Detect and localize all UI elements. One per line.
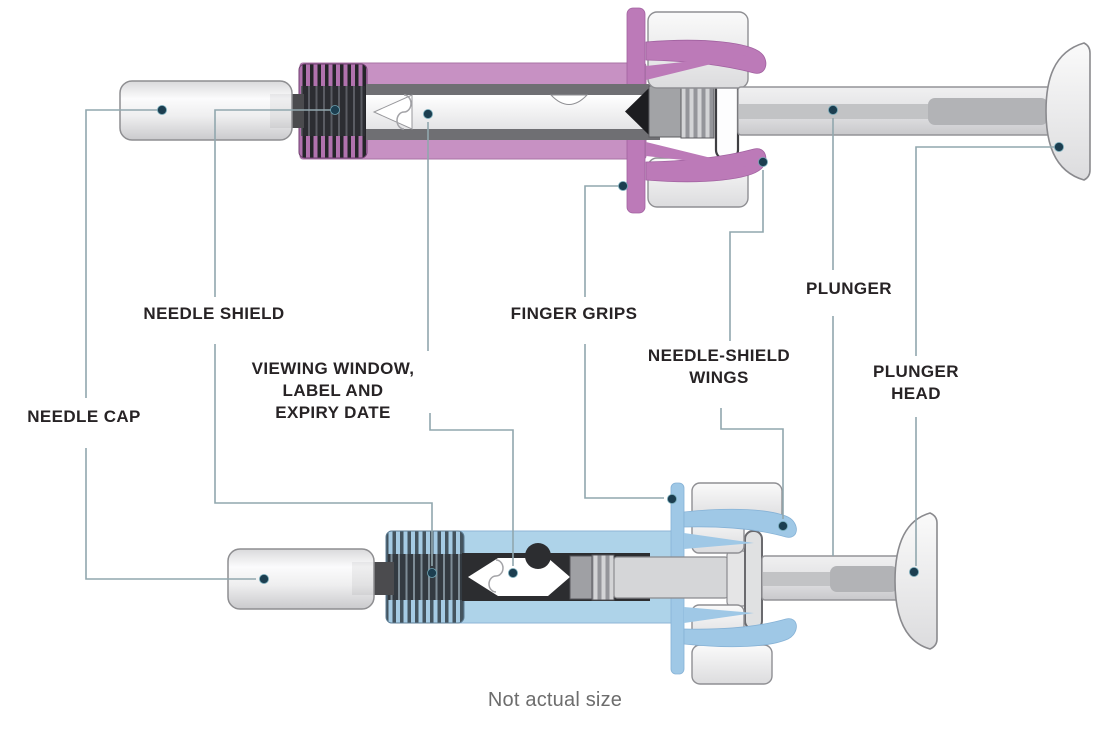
stopper-block (569, 555, 593, 600)
needle-shield-wings-pink (645, 39, 767, 183)
dot-wings-top (758, 157, 768, 167)
dot-finger-grips-top (618, 181, 628, 191)
leader-lines (85, 105, 1064, 584)
leader-needle-cap-top (85, 109, 162, 398)
caption-not-actual-size: Not actual size (487, 689, 623, 711)
label-needle-shield: NEEDLE SHIELD (143, 304, 285, 323)
barrel-wall-bottom (366, 129, 660, 140)
plunger-sleeve (613, 556, 729, 599)
label-needle-shield-wings: NEEDLE-SHIELD WINGS (647, 346, 791, 387)
leader-needle-shield-bottom (214, 344, 433, 566)
leader-needle-cap-bottom (85, 448, 256, 580)
plunger-screw-ribs (680, 84, 715, 139)
barrel-wall-top (366, 84, 660, 95)
leader-finger-grips-bottom (584, 344, 664, 499)
air-bubble (549, 94, 589, 105)
leader-viewing-window-bottom (429, 413, 514, 566)
viewing-window-interior (366, 95, 660, 129)
glass-syringe (468, 558, 570, 596)
syringe-bottom-blue (227, 482, 938, 685)
dot-viewing-window-bottom (508, 568, 518, 578)
glass-syringe-tip (372, 94, 413, 130)
label-viewing-window: VIEWING WINDOW, LABEL AND EXPIRY DATE (251, 359, 415, 422)
dot-needle-cap-top (157, 105, 167, 115)
label-needle-cap: NEEDLE CAP (27, 407, 141, 426)
dot-finger-grips-bottom (667, 494, 677, 504)
stopper-cone (625, 87, 650, 136)
break-squiggle (396, 94, 412, 130)
plunger-rod-core (830, 566, 898, 592)
leader-wings-bottom (720, 408, 784, 519)
stopper-block (648, 85, 682, 138)
plunger-head (894, 512, 938, 650)
leader-wings-top (729, 170, 764, 341)
label-plunger-head: PLUNGER HEAD (873, 362, 959, 403)
dot-needle-shield-top (330, 105, 340, 115)
dot-viewing-window-top (423, 109, 433, 119)
label-finger-grips: FINGER GRIPS (510, 304, 638, 323)
dot-needle-shield-bottom (427, 568, 437, 578)
backstop-disc (744, 530, 763, 630)
plunger-screw-ribs (591, 554, 615, 601)
label-plunger: PLUNGER (806, 279, 892, 298)
leader-needle-shield-top (214, 109, 335, 297)
plunger-rod-core (928, 98, 1048, 125)
dot-plunger-head-top (1054, 142, 1064, 152)
break-squiggle (488, 559, 504, 593)
label-notch (525, 543, 551, 569)
dot-plunger-top (828, 105, 838, 115)
leader-finger-grips-top (584, 185, 623, 297)
dot-needle-cap-bottom (259, 574, 269, 584)
finger-grip-bottom (691, 644, 773, 685)
leader-plunger-head-top (915, 146, 1059, 356)
needle-shield-threads (385, 530, 465, 624)
needle-shield-wings-blue (683, 508, 797, 648)
dot-wings-bottom (778, 521, 788, 531)
plunger-head (1045, 42, 1091, 181)
dot-plunger-head-bottom (909, 567, 919, 577)
